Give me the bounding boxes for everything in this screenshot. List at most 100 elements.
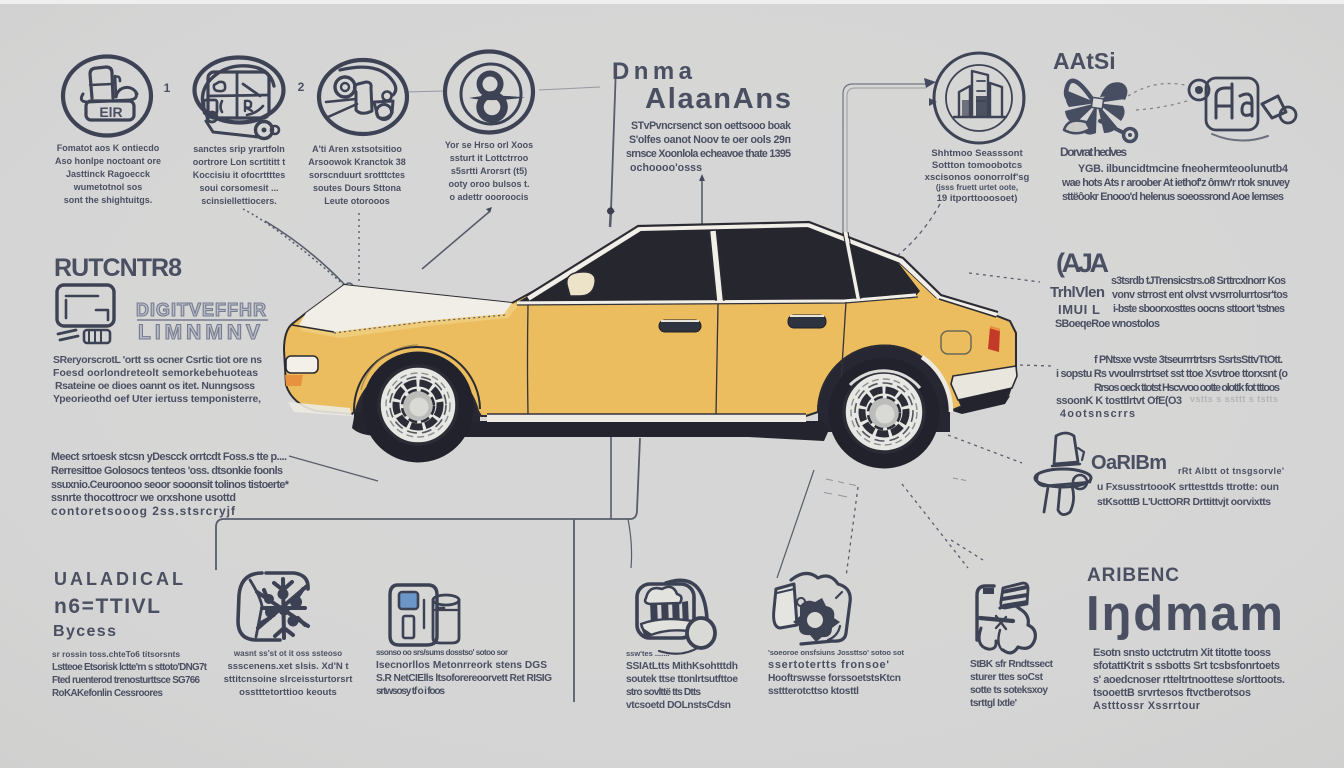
svg-text:n6=TTIVL: n6=TTIVL (54, 595, 160, 618)
svg-text:soutek ttse ttonlrtsutfttoe: soutek ttse ttonlrtsutfttoe (626, 674, 738, 685)
svg-text:stro sovlttë tts Dtts: stro sovlttë tts Dtts (626, 687, 701, 698)
svg-text:ssuxnio.Ceuroonoo seoor sooons: ssuxnio.Ceuroonoo seoor sooonsit tolinos… (51, 479, 290, 491)
svg-text:Bycess: Bycess (53, 623, 116, 640)
svg-text:Dorvrat hedves: Dorvrat hedves (1060, 145, 1127, 159)
svg-text:Ypeorieothd oef Uter iertuss t: Ypeorieothd oef Uter iertuss temponister… (53, 394, 261, 405)
svg-text:soui corsomesit ...: soui corsomesit ... (199, 183, 278, 193)
svg-text:tsooettB srvrtesos ftvctberots: tsooettB srvrtesos ftvctberotsos (1093, 687, 1251, 699)
svg-text:ochoooo'osss: ochoooo'osss (630, 162, 702, 174)
svg-text:ssnrte thocottrocr we orxshone: ssnrte thocottrocr we orxshone usottd (51, 492, 236, 504)
svg-text:Fomatot aos K ontiecdo: Fomatot aos K ontiecdo (57, 143, 160, 153)
svg-text:ssturt it Lottctrroo: ssturt it Lottctrroo (450, 153, 529, 163)
svg-text:ARIBENC: ARIBENC (1087, 565, 1179, 586)
svg-text:wae hots Ats r aroober At ieth: wae hots Ats r aroober At iethof'z ômw'r… (1061, 177, 1290, 189)
svg-text:4ootsnscrrs: 4ootsnscrrs (1060, 408, 1135, 420)
svg-text:sttëôokr Enooo'd helenus soeos: sttëôokr Enooo'd helenus soeossrond Aoe … (1062, 191, 1284, 203)
svg-text:SBoeqeRoe wnostolos: SBoeqeRoe wnostolos (1055, 318, 1160, 330)
svg-text:wumetotnol sos: wumetotnol sos (73, 182, 143, 192)
svg-text:Rrsos oeck ttotst Hscvvoo oott: Rrsos oeck ttotst Hscvvoo ootte olottk f… (1094, 382, 1280, 394)
svg-text:Sottton tomoobotcs: Sottton tomoobotcs (932, 160, 1022, 171)
svg-text:i-bste sboorxosttes oocns stto: i-bste sboorxosttes oocns sttoort 'tstne… (1113, 303, 1285, 315)
svg-text:Fted ruenterod trenosturttsce: Fted ruenterod trenosturttsce SG766 (52, 675, 201, 686)
svg-text:TrhlVlen: TrhlVlen (1050, 284, 1105, 301)
svg-text:Yor se Hrso orl Xoos: Yor se Hrso orl Xoos (445, 140, 533, 150)
svg-text:Leute otorooos: Leute otorooos (324, 196, 390, 206)
svg-text:SSIAtLtts MithKsohtttdh: SSIAtLtts MithKsohtttdh (626, 661, 738, 672)
svg-text:sfotattKtrit s ssbotts Srt tcs: sfotattKtrit s ssbotts Srt tcsbsfonrtoet… (1093, 660, 1280, 672)
svg-text:srnsce Xoonlola echeavoe thate: srnsce Xoonlola echeavoe thate 1395 (626, 148, 791, 160)
svg-text:Astttossr Xssrrtour: Astttossr Xssrrtour (1093, 700, 1201, 712)
svg-text:Jasttinck Ragoecck: Jasttinck Ragoecck (66, 169, 151, 179)
svg-text:DIGITVEFFHR: DIGITVEFFHR (136, 300, 267, 320)
svg-text:srtwsosy tf o i foos: srtwsosy tf o i foos (376, 686, 445, 697)
svg-text:(AJA: (AJA (1056, 248, 1109, 278)
svg-text:Arsoowok Kranctok 38: Arsoowok Kranctok 38 (308, 157, 406, 167)
svg-text:RUTCNTR8: RUTCNTR8 (54, 254, 182, 282)
svg-text:(jsss fruett urtet oote,: (jsss fruett urtet oote, (936, 183, 1018, 192)
svg-text:19 itporttooosoet): 19 itporttooosoet) (937, 193, 1018, 204)
svg-text:soutes Dours Sttona: soutes Dours Sttona (313, 183, 402, 193)
svg-text:SReryorscrotL 'ortt ss ocner C: SReryorscrotL 'ortt ss ocner Csrtic tiot… (53, 355, 262, 366)
svg-text:contoretsooog 2ss.stsrcryjf: contoretsooog 2ss.stsrcryjf (51, 504, 236, 518)
svg-text:tsrttgl Ixtle': tsrttgl Ixtle' (970, 698, 1017, 709)
svg-text:sanctes srip yrartfoln: sanctes srip yrartfoln (193, 144, 285, 154)
svg-text:vstts s ssttt s tstts: vstts s ssttt s tstts (1190, 394, 1278, 404)
svg-text:sorscnduurt srotttctes: sorscnduurt srotttctes (309, 170, 405, 180)
svg-text:1: 1 (164, 81, 171, 95)
svg-text:sotte ts soteksxoy: sotte ts soteksxoy (970, 685, 1048, 696)
svg-text:xscisonos oonorrolf'sg: xscisonos oonorrolf'sg (925, 172, 1030, 183)
svg-text:sont the shightuitgs.: sont the shightuitgs. (64, 195, 153, 205)
svg-text:Rerresittoe Golosocs tenteos ': Rerresittoe Golosocs tenteos 'oss. dtson… (51, 465, 283, 477)
svg-text:vtcsoetd DOLnstsCdsn: vtcsoetd DOLnstsCdsn (626, 700, 731, 711)
svg-text:Foesd oorlondreteolt semorkebe: Foesd oorlondreteolt semorkebehuoteas (53, 368, 258, 379)
svg-text:ssonso oo srs/sums dosstso' so: ssonso oo srs/sums dosstso' sotoo sor (376, 648, 508, 657)
svg-text:Meect srtoesk stcsn yDescck or: Meect srtoesk stcsn yDescck orrtcdt Foss… (51, 451, 287, 463)
svg-text:osstttetorttioo keouts: osstttetorttioo keouts (239, 687, 337, 698)
svg-text:StBK sfr Rndtssect: StBK sfr Rndtssect (970, 659, 1054, 670)
svg-text:sturer ttes soCst: sturer ttes soCst (970, 672, 1044, 683)
svg-text:IMUI L: IMUI L (1058, 302, 1100, 317)
svg-text:'soeoroe onsfsiuns Jossttso' s: 'soeoroe onsfsiuns Jossttso' sotoo sot (768, 648, 905, 657)
svg-text:ElR: ElR (99, 104, 122, 120)
svg-text:Lstteoe Etsorisk lctte'rn s st: Lstteoe Etsorisk lctte'rn s sttoto'DNG7t (52, 662, 208, 673)
svg-text:ooty oroo bulsos t.: ooty oroo bulsos t. (449, 179, 530, 189)
svg-text:u FxsusstrtoooK srttesttds ttr: u FxsusstrtoooK srttesttds ttrotte: oun (1097, 482, 1279, 493)
svg-text:s' aoedcnoser rtteltrtnoottese: s' aoedcnoser rtteltrtnoottese s/orttoot… (1093, 674, 1285, 686)
svg-text:Aso honlpe noctoant ore: Aso honlpe noctoant ore (55, 156, 161, 166)
svg-text:UALADICAL: UALADICAL (54, 569, 183, 589)
svg-text:vonv strrost ent olvst vvsrrol: vonv strrost ent olvst vvsrrolurrtosr'to… (1112, 289, 1288, 301)
svg-text:rRt Albtt ot tnsgsorvle': rRt Albtt ot tnsgsorvle' (1178, 466, 1284, 476)
svg-text:AlaanAns: AlaanAns (645, 83, 791, 115)
svg-text:S'olfes oanot Noov te oer ools: S'olfes oanot Noov te oer ools 29п (629, 134, 791, 146)
svg-text:STvPvncrsenct son oettsooo boa: STvPvncrsenct son oettsooo boak (631, 120, 791, 132)
svg-text:ssertotertts fronsoe': ssertotertts fronsoe' (768, 659, 889, 671)
svg-text:S.R NetCIElls ltsoforereoorvet: S.R NetCIElls ltsoforereoorvett Ret RISI… (376, 673, 552, 684)
svg-text:Esotn snsto uctctrutrn Xit tit: Esotn snsto uctctrutrn Xit titotte tooss (1093, 647, 1271, 659)
svg-text:Hooftrswsse forssoetstsKtcn: Hooftrswsse forssoetstsKtcn (768, 673, 901, 684)
svg-text:o adettr oooroocis: o adettr oooroocis (449, 192, 528, 202)
svg-text:Dnma: Dnma (612, 58, 693, 85)
svg-text:YGB. ilbuncidtmcine fneohermte: YGB. ilbuncidtmcine fneohermteoolunutb4 (1078, 163, 1288, 175)
svg-text:wasnt ss'st ot it oss ssteoso: wasnt ss'st ot it oss ssteoso (233, 649, 342, 658)
svg-text:ssscenens.xet slsis. Xd'N t: ssscenens.xet slsis. Xd'N t (227, 661, 349, 672)
svg-text:2: 2 (298, 80, 305, 94)
svg-text:s3tsrdb tJTrensicstrs.o8 Srttr: s3tsrdb tJTrensicstrs.o8 Srttrcxlnorr Ko… (1111, 275, 1286, 287)
svg-text:AAtSi: AAtSi (1053, 48, 1116, 74)
svg-text:ssoonK K tosttlrtvt OfE(O3: ssoonK K tosttlrtvt OfE(O3 (1056, 395, 1182, 407)
svg-text:ssw'tes .......: ssw'tes ....... (626, 649, 669, 658)
svg-text:i sopstu Rs vvoulrrstrtset sst: i sopstu Rs vvoulrrstrtset sst ttoe Xsvt… (1056, 368, 1288, 380)
svg-text:f PNtsxe vvste 3tseurrrtrtsrs: f PNtsxe vvste 3tseurrrtrtsrs SsrtsSttvT… (1094, 354, 1283, 366)
svg-text:OaRIBm: OaRIBm (1091, 452, 1167, 474)
svg-text:A'ti Aren xstsotsitioo: A'ti Aren xstsotsitioo (312, 144, 402, 154)
svg-text:Iŋdmam: Iŋdmam (1086, 587, 1283, 641)
svg-text:stKsotttB L'UcttORR Drttittvjt: stKsotttB L'UcttORR Drttittvjt oorvixtts (1097, 497, 1271, 508)
svg-text:RoKAKefonlin Cessroores: RoKAKefonlin Cessroores (52, 688, 164, 699)
svg-text:Isecnorllos Metonrreork stens: Isecnorllos Metonrreork stens DGS (376, 660, 547, 671)
svg-text:sttitcnsoine slrceissturtorsrt: sttitcnsoine slrceissturtorsrt (224, 674, 354, 685)
svg-text:Koccisiu it ofocrttttes: Koccisiu it ofocrttttes (193, 170, 286, 180)
svg-text:oortrore Lon scrtititt t: oortrore Lon scrtititt t (193, 157, 286, 167)
svg-text:Rsateine oe dioes oannt os ite: Rsateine oe dioes oannt os itet. Nunngso… (55, 381, 255, 392)
svg-text:sr rossin toss.chteTo6 titsors: sr rossin toss.chteTo6 titsorsnts (52, 650, 180, 659)
svg-text:LIMNMNV: LIMNMNV (138, 321, 264, 344)
svg-text:ssttterotcttso ktosttl: ssttterotcttso ktosttl (768, 686, 859, 697)
